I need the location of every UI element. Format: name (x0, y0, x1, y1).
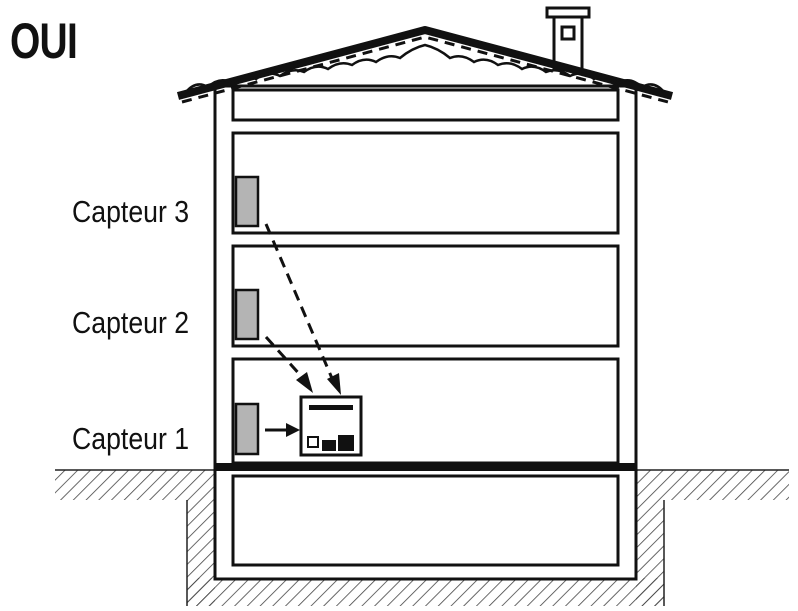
floor-middle (231, 244, 620, 348)
floor-ground (231, 357, 620, 465)
chimney (545, 6, 591, 71)
sensor-2-arrowhead (296, 372, 313, 393)
sensor-2-link (264, 335, 304, 379)
sensor-1-device (234, 402, 260, 456)
central-unit (299, 395, 363, 457)
sensor-1-label: Capteur 1 (72, 421, 190, 456)
floors (231, 131, 620, 567)
sensor-2-label: Capteur 2 (72, 305, 190, 340)
sensor-2-device (234, 288, 260, 341)
diagram-title: OUI (10, 13, 78, 69)
signal-links (264, 223, 341, 437)
house-walls (213, 84, 638, 581)
ground (55, 469, 789, 606)
sensor-3-label: Capteur 3 (72, 194, 190, 229)
sensor-3-arrowhead (327, 373, 341, 395)
basement (231, 474, 620, 567)
sensor-1-arrowhead (286, 423, 300, 437)
roof (176, 26, 674, 104)
floor-top (231, 131, 620, 235)
sensor-3-link (264, 223, 336, 384)
sensor-3-device (234, 175, 260, 228)
ground-slab (215, 463, 636, 471)
